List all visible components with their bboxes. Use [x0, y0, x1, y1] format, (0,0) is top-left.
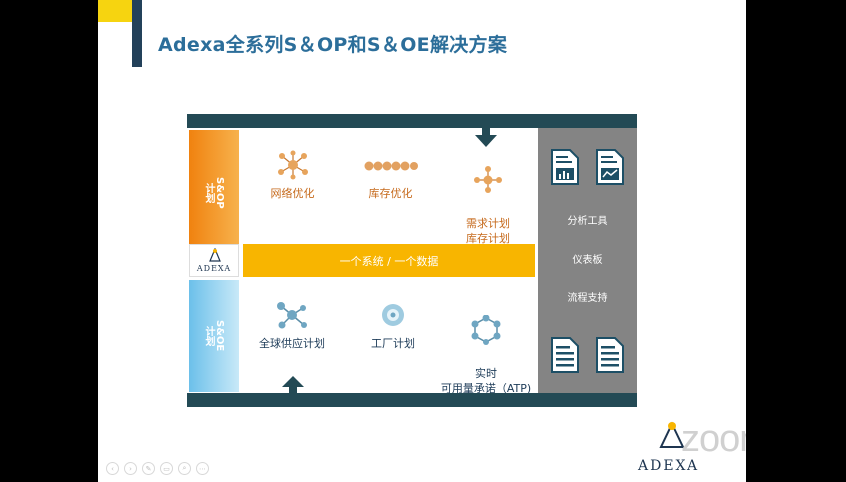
sop-item-label: 网络优化 — [270, 187, 315, 200]
more-icon[interactable]: ⋯ — [196, 462, 209, 475]
chain-icon — [364, 161, 418, 171]
sop-item-label: 库存优化 — [368, 187, 413, 200]
adexa-logo: ADEXA — [189, 244, 239, 277]
slide-nav-toolbar: ‹ › ✎ ▭ ⌕ ⋯ — [106, 462, 209, 475]
molecule-icon — [277, 302, 307, 329]
soe-panel: 全球供应计划 工厂计划 — [243, 280, 536, 395]
soe-item-label: 工厂计划 — [371, 337, 415, 350]
tool-analysis: 分析工具 — [567, 216, 608, 227]
one-system-bar: 一个系统 / 一个数据 — [243, 244, 535, 277]
sop-item-label: 需求计划 库存计划 — [466, 217, 510, 245]
sop-panel: 网络优化 库存优化 — [243, 130, 536, 256]
soe-item-label: 全球供应计划 — [259, 337, 325, 350]
diagram-top-band — [187, 114, 637, 128]
down-arrow-icon — [475, 126, 497, 147]
report-trend-icon — [596, 149, 624, 185]
adexa-mark-icon — [209, 248, 221, 262]
soe-item-factory: 工厂计划 — [358, 300, 428, 351]
pen-icon[interactable]: ✎ — [142, 462, 155, 475]
presentation-slide: Adexa全系列S＆OP和S＆OE解决方案 分析工具 仪表板 流 — [98, 0, 746, 482]
tool-dashboard: 仪表板 — [572, 255, 603, 266]
soe-item-label: 实时 可用量承诺（ATP) — [440, 367, 532, 395]
diagram-bottom-band — [187, 393, 637, 407]
soe-item-global-supply: 全球供应计划 — [251, 300, 333, 351]
slide-title: Adexa全系列S＆OP和S＆OE解决方案 — [158, 34, 508, 56]
zoom-watermark: zoom — [681, 418, 746, 460]
tree-icon — [474, 166, 502, 193]
soe-item-atp: 实时 可用量承诺（ATP) — [431, 300, 541, 396]
document-icon — [551, 337, 579, 373]
sop-item-demand: 需求计划 库存计划 — [448, 150, 528, 246]
solution-diagram: 分析工具 仪表板 流程支持 S&OP 计划 — [187, 114, 637, 407]
adexa-brand-mark-icon — [659, 421, 685, 448]
sop-item-network: 网络优化 — [255, 150, 330, 201]
slide-corner-accent — [98, 0, 132, 22]
tools-panel: 分析工具 仪表板 流程支持 — [538, 128, 637, 393]
zoom-icon[interactable]: ⌕ — [178, 462, 191, 475]
report-chart-icon — [551, 149, 579, 185]
tool-process-support: 流程支持 — [567, 293, 608, 304]
document-icon — [596, 337, 624, 373]
slides-icon[interactable]: ▭ — [160, 462, 173, 475]
network-icon — [277, 150, 308, 180]
next-slide-icon[interactable]: › — [124, 462, 137, 475]
sop-item-inventory: 库存优化 — [353, 150, 428, 201]
soe-label: S&OE 计划 — [189, 280, 239, 392]
slide-title-bar — [132, 0, 142, 67]
adexa-logo-text: ADEXA — [196, 264, 232, 273]
disc-icon — [382, 304, 404, 326]
prev-slide-icon[interactable]: ‹ — [106, 462, 119, 475]
ring-network-icon — [471, 315, 501, 345]
adexa-brand-text: ADEXA — [638, 458, 700, 474]
up-arrow-icon — [282, 376, 304, 396]
sop-label: S&OP 计划 — [189, 130, 239, 256]
